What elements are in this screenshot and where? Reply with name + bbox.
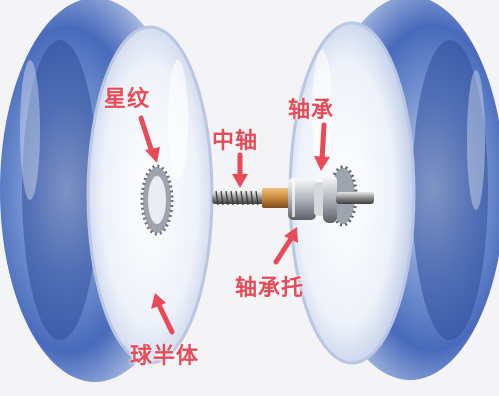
label-ball-half: 球半体 bbox=[130, 344, 200, 369]
label-bearing-holder: 轴承托 bbox=[235, 276, 305, 301]
star-pattern bbox=[140, 164, 174, 236]
arrow-star-pattern bbox=[138, 115, 160, 163]
label-star-pattern: 星纹 bbox=[104, 87, 151, 112]
arrow-bearing bbox=[314, 122, 330, 171]
label-axle: 中轴 bbox=[212, 129, 259, 154]
arrow-axle bbox=[232, 152, 248, 188]
label-bearing: 轴承 bbox=[288, 98, 335, 123]
axle-assembly bbox=[212, 175, 374, 223]
arrow-ball-half bbox=[151, 293, 175, 335]
arrow-bearing-holder bbox=[273, 227, 298, 265]
left-ball-half bbox=[0, 0, 214, 382]
